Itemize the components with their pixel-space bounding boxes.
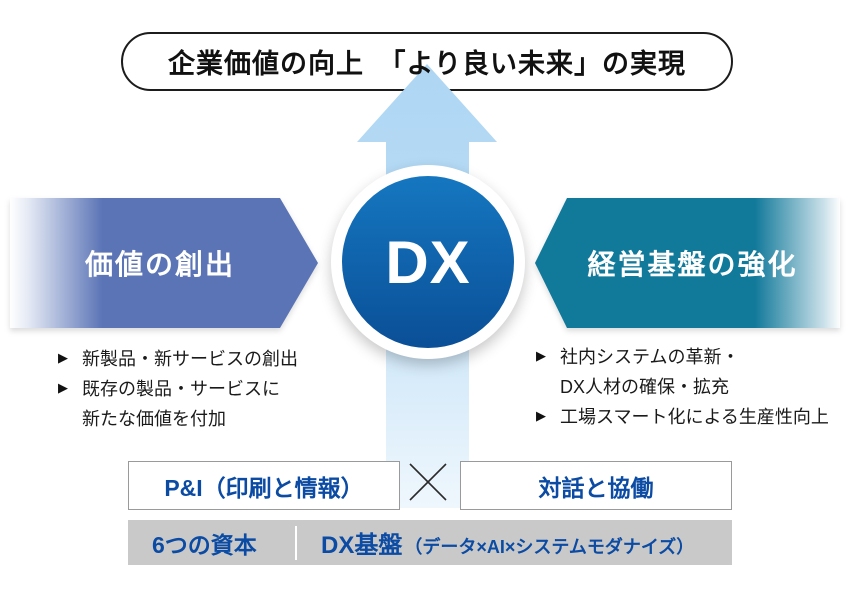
point-text: 社内システムの革新・ (560, 347, 740, 367)
dx-foundation-label: DX基盤 (321, 532, 403, 559)
triangle-bullet-icon: ▶ (536, 348, 546, 363)
point-text: 工場スマート化による生産性向上 (560, 407, 829, 427)
dx-circle-inner: DX (342, 176, 514, 348)
triangle-bullet-icon: ▶ (536, 408, 546, 423)
left-banner-shape (10, 198, 318, 328)
right-banner-arrow-icon (535, 198, 840, 328)
list-item: ▶ 社内システムの革新・ (536, 341, 829, 371)
base-bar-dx-foundation: DX基盤 （データ×AI×システムモダナイズ） (321, 525, 694, 560)
base-bar: 6つの資本 DX基盤 （データ×AI×システムモダナイズ） (128, 520, 732, 565)
point-text: 新たな価値を付加 (82, 409, 226, 429)
diagram-title: 企業価値の向上 「より良い未来」の実現 (168, 49, 686, 79)
multiply-cross-icon (409, 463, 447, 501)
right-banner-label: 経営基盤の強化 (587, 249, 798, 280)
left-points-list: ▶ 新製品・新サービスの創出 ▶ 既存の製品・サービスに 新たな価値を付加 (58, 343, 298, 433)
dx-label: DX (385, 228, 471, 296)
list-item: DX人材の確保・拡充 (536, 371, 829, 401)
foundation-box-pi: P&I（印刷と情報） (128, 461, 400, 510)
point-text: 新製品・新サービスの創出 (82, 349, 298, 369)
point-text: 既存の製品・サービスに (82, 379, 280, 399)
triangle-bullet-icon: ▶ (58, 350, 68, 365)
right-points-list: ▶ 社内システムの革新・ DX人材の確保・拡充 ▶ 工場スマート化による生産性向… (536, 341, 829, 431)
list-item: 新たな価値を付加 (58, 403, 298, 433)
list-item: ▶ 工場スマート化による生産性向上 (536, 401, 829, 431)
triangle-bullet-icon: ▶ (58, 380, 68, 395)
dx-circle: DX (331, 165, 525, 359)
list-item: ▶ 新製品・新サービスの創出 (58, 343, 298, 373)
foundation-box-dialogue: 対話と協働 (460, 461, 732, 510)
point-text: DX人材の確保・拡充 (560, 377, 730, 397)
list-item: ▶ 既存の製品・サービスに (58, 373, 298, 403)
left-banner-arrow-icon (10, 198, 318, 328)
dx-foundation-detail: （データ×AI×システムモダナイズ） (404, 537, 695, 557)
divider (295, 525, 297, 560)
right-banner-shape (535, 198, 840, 328)
base-bar-capitals-label: 6つの資本 (152, 531, 257, 558)
left-banner-label: 価値の創出 (84, 249, 235, 280)
